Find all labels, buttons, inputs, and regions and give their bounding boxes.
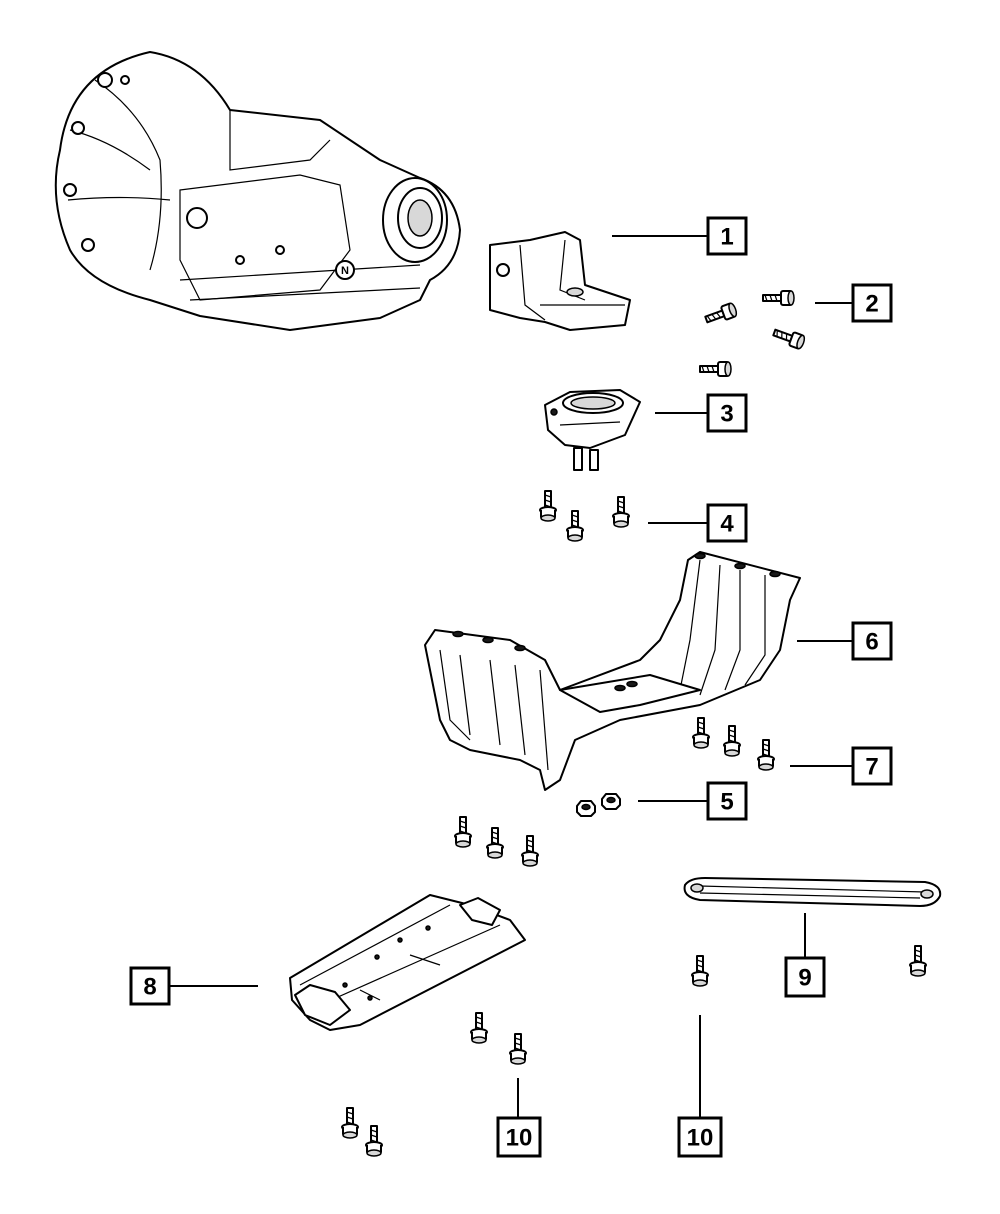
callout-10-left-label: 10 bbox=[506, 1125, 533, 1152]
callout-5: 5 bbox=[706, 781, 748, 821]
callout-5-label: 5 bbox=[720, 789, 733, 816]
callout-10-right: 10 bbox=[677, 1116, 723, 1158]
callout-9-label: 9 bbox=[798, 965, 811, 992]
callout-3-label: 3 bbox=[720, 401, 733, 428]
callout-4: 4 bbox=[706, 503, 748, 543]
transmission-mount-bracket bbox=[489, 231, 631, 331]
callout-2-label: 2 bbox=[865, 291, 878, 318]
skid-plate-upper-bolts bbox=[454, 816, 539, 867]
callout-1: 1 bbox=[706, 216, 748, 256]
crossmember-nuts bbox=[576, 793, 621, 817]
transmission-assembly: N bbox=[54, 51, 461, 331]
callout-6-label: 6 bbox=[865, 629, 878, 656]
callout-10-right-label: 10 bbox=[687, 1125, 714, 1152]
svg-text:N: N bbox=[341, 265, 349, 277]
callout-7: 7 bbox=[851, 746, 893, 786]
leader-lines bbox=[169, 235, 853, 1118]
mount-bolts bbox=[539, 490, 630, 542]
skid-plate bbox=[289, 894, 526, 1031]
callout-10-left: 10 bbox=[496, 1116, 542, 1158]
callout-2: 2 bbox=[851, 283, 893, 323]
callout-9: 9 bbox=[784, 956, 826, 998]
callout-8-label: 8 bbox=[143, 974, 156, 1001]
callout-6: 6 bbox=[851, 621, 893, 661]
callout-8: 8 bbox=[129, 966, 171, 1006]
transmission-mount bbox=[544, 389, 641, 471]
callout-7-label: 7 bbox=[865, 754, 878, 781]
transmission-crossmember bbox=[424, 551, 801, 791]
crossmember-brace bbox=[683, 877, 942, 907]
callout-4-label: 4 bbox=[720, 511, 734, 538]
callout-3: 3 bbox=[706, 393, 748, 433]
crossmember-bolts bbox=[692, 717, 775, 771]
callout-1-label: 1 bbox=[720, 224, 733, 251]
mount-bracket-bolts bbox=[699, 290, 807, 377]
